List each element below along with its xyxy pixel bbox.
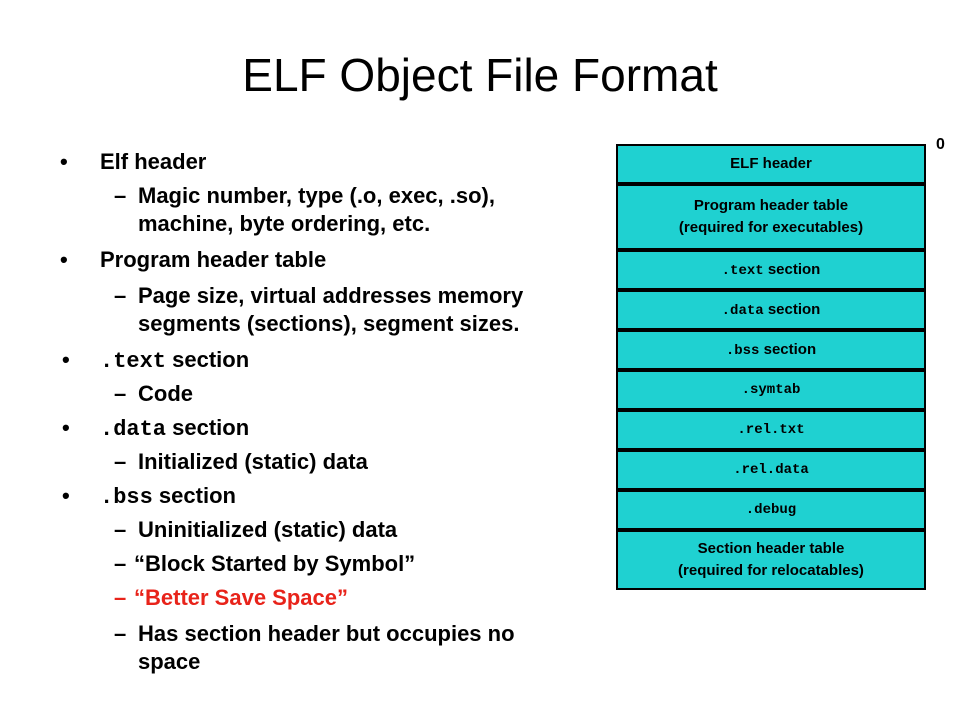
bss-section-detail-4a: Has section header but occupies no: [138, 621, 515, 646]
bullet-program-header: Program header table: [100, 247, 327, 272]
bss-section-code: .bss: [100, 485, 153, 510]
block-elf-header-label: ELF header: [730, 155, 812, 172]
elf-header-detail-2: machine, byte ordering, etc.: [138, 211, 431, 236]
slide-title: ELF Object File Format: [242, 49, 718, 101]
dash-marker-highlight: –: [114, 585, 127, 610]
block-symtab-label: .symtab: [741, 382, 801, 398]
dash-marker: –: [114, 283, 127, 308]
data-section-label: section: [166, 415, 250, 440]
elf-header-detail-1: Magic number, type (.o, exec, .so),: [138, 183, 495, 208]
block-data-section: .data section: [616, 290, 926, 330]
block-elf-header: ELF header: [616, 144, 926, 184]
block-text-suffix: section: [763, 260, 821, 278]
offset-zero-label: 0: [936, 136, 945, 153]
bullet-bss-section: .bss section: [100, 482, 236, 512]
dash-marker: –: [114, 381, 127, 406]
block-data-section-label: .data section: [722, 299, 821, 322]
block-debug: .debug: [616, 490, 926, 530]
dash-marker: –: [114, 517, 127, 542]
block-text-code: .text: [721, 262, 764, 279]
text-section-detail: Code: [138, 381, 193, 406]
block-data-suffix: section: [763, 300, 821, 318]
block-text-section-label: .text section: [722, 259, 821, 282]
program-header-detail-2: segments (sections), segment sizes.: [138, 311, 520, 336]
data-section-code: .data: [100, 417, 167, 442]
block-debug-label: .debug: [745, 502, 797, 518]
block-bss-suffix: section: [759, 340, 817, 358]
block-program-header-line2: (required for executables): [678, 219, 864, 236]
bullet-marker: •: [62, 483, 70, 508]
dash-marker: –: [114, 621, 127, 646]
block-rel-txt-label: .rel.txt: [737, 422, 805, 438]
bss-section-detail-4b: space: [138, 649, 201, 674]
block-text-section: .text section: [616, 250, 926, 290]
block-data-code: .data: [721, 302, 764, 319]
bullet-marker: •: [60, 149, 68, 174]
block-section-header: Section header table (required for reloc…: [616, 530, 926, 590]
bss-section-detail-3: “Better Save Space”: [134, 585, 348, 610]
block-rel-txt: .rel.txt: [616, 410, 926, 450]
block-program-header: Program header table (required for execu…: [616, 184, 926, 250]
dash-marker: –: [114, 183, 127, 208]
program-header-detail-1: Page size, virtual addresses memory: [138, 283, 524, 308]
bullet-marker: •: [62, 347, 70, 372]
block-symtab: .symtab: [616, 370, 926, 410]
data-section-detail: Initialized (static) data: [138, 449, 368, 474]
block-bss-section: .bss section: [616, 330, 926, 370]
block-rel-data-label: .rel.data: [733, 462, 809, 478]
block-program-header-line1: Program header table: [693, 197, 849, 214]
dash-marker: –: [114, 449, 127, 474]
bullet-marker: •: [62, 415, 70, 440]
bullet-text-section: .text section: [100, 346, 249, 376]
block-section-header-line1: Section header table: [697, 540, 845, 557]
text-section-label: section: [166, 347, 250, 372]
bullet-marker: •: [60, 247, 68, 272]
bss-section-detail-1: Uninitialized (static) data: [138, 517, 398, 542]
block-rel-data: .rel.data: [616, 450, 926, 490]
block-bss-section-label: .bss section: [726, 339, 816, 362]
bullet-elf-header: Elf header: [100, 149, 207, 174]
dash-marker: –: [114, 551, 127, 576]
bss-section-detail-2: “Block Started by Symbol”: [134, 551, 416, 576]
bss-section-label: section: [152, 483, 236, 508]
block-section-header-line2: (required for relocatables): [678, 562, 864, 579]
bullet-data-section: .data section: [100, 414, 249, 444]
text-section-code: .text: [100, 349, 167, 374]
block-bss-code: .bss: [725, 342, 760, 359]
